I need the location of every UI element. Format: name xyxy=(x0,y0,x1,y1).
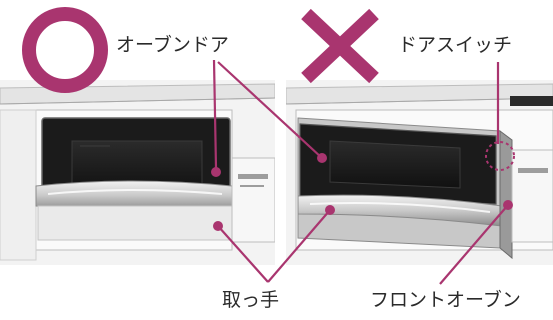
callout-handle-left xyxy=(217,225,269,283)
label-oven-door: オーブンドア xyxy=(116,34,229,56)
dot-oven-door-left xyxy=(211,167,221,177)
dot-oven-door-right xyxy=(317,153,327,163)
callout-oven-door-right xyxy=(217,61,323,159)
incorrect-x-icon xyxy=(301,8,379,84)
right-kitchen-panel xyxy=(285,80,553,265)
left-kitchen-panel xyxy=(0,80,276,265)
label-handle: 取っ手 xyxy=(222,289,280,311)
callout-oven-door-left xyxy=(212,59,218,169)
dot-front-oven xyxy=(503,200,513,210)
dot-handle-right xyxy=(325,205,335,215)
callout-handle-right xyxy=(267,209,331,283)
label-door-switch: ドアスイッチ xyxy=(398,34,513,56)
door-switch-highlight xyxy=(485,141,515,171)
correct-circle-icon xyxy=(22,7,108,93)
label-front-oven: フロントオーブン xyxy=(370,289,521,311)
dot-handle-left xyxy=(213,221,223,231)
callout-front-oven xyxy=(439,204,509,285)
